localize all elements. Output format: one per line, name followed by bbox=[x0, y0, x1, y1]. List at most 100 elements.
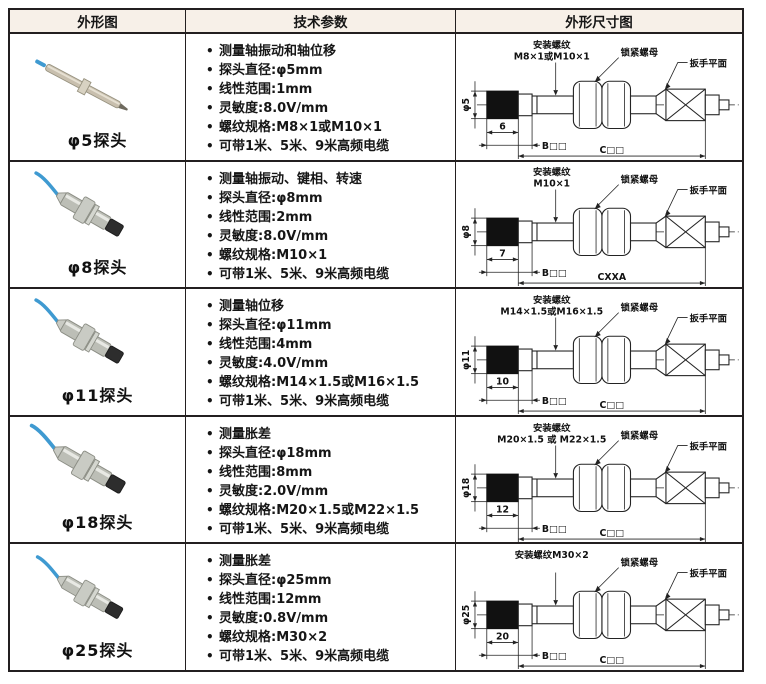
spec-text: 灵敏度:8.0V/mm bbox=[219, 101, 329, 116]
diameter-label: φ25 bbox=[461, 605, 472, 625]
spec-text: 线性范围:8mm bbox=[219, 464, 313, 480]
bullet-icon: • bbox=[206, 445, 214, 460]
locknut-shape bbox=[600, 590, 631, 640]
probe-photo bbox=[10, 544, 185, 637]
probe-tip-shape bbox=[485, 345, 519, 375]
locknut-shape bbox=[600, 335, 631, 385]
bullet-icon: • bbox=[206, 426, 214, 441]
locknut-label: 锁紧螺母 bbox=[620, 302, 657, 314]
b-dimension: B□□ bbox=[541, 396, 566, 407]
bullet-icon: • bbox=[206, 171, 214, 186]
thread-label-line2: M10×1 bbox=[533, 179, 570, 190]
bullet-icon: • bbox=[206, 502, 214, 517]
wrench-label: 扳手平面 bbox=[689, 57, 727, 69]
spec-list: •测量胀差 •探头直径:φ18mm •线性范围:8mm •灵敏度:2.0V/mm… bbox=[206, 425, 449, 539]
locknut-shape bbox=[572, 463, 603, 512]
diameter-label: φ5 bbox=[461, 98, 472, 112]
probe-tip-shape bbox=[485, 217, 519, 247]
probe-photo-graphic bbox=[34, 59, 128, 111]
c-dimension: C□□ bbox=[599, 145, 624, 156]
tip-length-dim: 6 bbox=[499, 121, 506, 132]
thread-body-shape bbox=[531, 478, 574, 497]
spec-text: 测量轴振动和轴位移 bbox=[219, 44, 337, 59]
dimension-diagram: φ18 安装螺纹 M20×1.5 或 M22×1.5 锁紧螺母 扳手平面 12 bbox=[461, 421, 739, 542]
probe-label: φ18探头 bbox=[61, 513, 134, 533]
wrench-label: 扳手平面 bbox=[689, 312, 727, 324]
bullet-icon: • bbox=[206, 318, 214, 333]
spec-item: •探头直径:φ8mm bbox=[206, 189, 449, 208]
spec-text: 可带1米、5米、9米高频电缆 bbox=[219, 649, 390, 665]
spec-item: • 探头直径:φ11mm bbox=[206, 316, 449, 335]
spec-list: •测量轴位移 •探头直径:φ11mm •线性范围:4mm •灵敏度:4.0V/m… bbox=[206, 297, 449, 411]
spec-item: •可带1米、5米、9米高频电缆 bbox=[206, 265, 449, 284]
thread-label-line1: 安装螺纹M30×2 bbox=[514, 549, 588, 561]
spec-text: 螺纹规格:M30×2 bbox=[219, 630, 328, 646]
bullet-icon: • bbox=[206, 592, 214, 607]
thread-label-line1: 安装螺纹 bbox=[533, 421, 571, 433]
bullet-icon: • bbox=[206, 554, 214, 569]
spec-text: 螺纹规格:M10×1 bbox=[219, 247, 328, 263]
dimension-diagram-cell: φ18 安装螺纹 M20×1.5 或 M22×1.5 锁紧螺母 扳手平面 12 bbox=[456, 414, 742, 543]
spec-text: 测量胀差 bbox=[219, 426, 272, 442]
b-dimension: B□□ bbox=[541, 524, 566, 535]
spec-item: •探头直径:φ18mm bbox=[206, 444, 449, 463]
bullet-icon: • bbox=[206, 82, 214, 96]
probe-photo-graphic bbox=[33, 171, 124, 237]
probe-illustration bbox=[33, 298, 124, 364]
spec-item: •线性范围:8mm bbox=[206, 463, 449, 482]
connector-shape bbox=[704, 94, 720, 116]
bullet-icon: • bbox=[206, 630, 214, 645]
probe-photo-cell: φ18探头 bbox=[10, 414, 186, 543]
connector-shape bbox=[704, 221, 720, 243]
locknut-label: 锁紧螺母 bbox=[620, 174, 657, 186]
spec-item: •灵敏度:0.8V/mm bbox=[206, 609, 449, 628]
spec-item: • 螺纹规格:M30×2 bbox=[206, 628, 449, 647]
spec-text: 探头直径:φ11mm bbox=[219, 318, 332, 334]
tip-length-dim: 20 bbox=[496, 632, 510, 643]
dimension-diagram: φ25 安装螺纹M30×2 锁紧螺母 扳手平面 20 bbox=[461, 549, 739, 670]
probe-photo bbox=[10, 162, 185, 255]
dimension-diagram: φ11 安装螺纹 M14×1.5或M16×1.5 锁紧螺母 扳手平面 10 bbox=[461, 294, 739, 415]
spec-item: •测量轴振动和轴位移 bbox=[206, 42, 449, 61]
thread-body-shape bbox=[531, 95, 574, 115]
spec-text: 灵敏度:4.0V/mm bbox=[219, 356, 329, 372]
spec-text: 螺纹规格:M14×1.5或M16×1.5 bbox=[219, 375, 420, 391]
probe-photo bbox=[10, 34, 185, 127]
spec-item: •螺纹规格:M8×1或M10×1 bbox=[206, 118, 449, 137]
bullet-icon: • bbox=[206, 299, 214, 314]
tip-length-dim: 10 bbox=[496, 376, 510, 387]
locknut-shape bbox=[600, 208, 631, 257]
bullet-icon: • bbox=[206, 120, 214, 134]
dimension-diagram-cell: φ11 安装螺纹 M14×1.5或M16×1.5 锁紧螺母 扳手平面 10 bbox=[456, 287, 742, 415]
spec-text: 测量胀差 bbox=[219, 554, 272, 570]
b-dimension: B□□ bbox=[541, 141, 566, 152]
bullet-icon: • bbox=[206, 139, 214, 153]
probe-tip-shape bbox=[485, 600, 519, 630]
spec-text: 探头直径:φ25mm bbox=[219, 573, 332, 589]
specs-cell: •测量轴振动、键相、转速 •探头直径:φ8mm •线性范围:2mm •灵敏度:8… bbox=[186, 159, 456, 288]
probe-label: φ8探头 bbox=[67, 258, 128, 278]
spec-text: 螺纹规格:M20×1.5或M22×1.5 bbox=[219, 502, 420, 518]
probe-photo bbox=[10, 417, 185, 510]
probe-photo-graphic bbox=[29, 423, 126, 494]
column-header-tech-params: 技术参数 bbox=[186, 10, 456, 32]
diameter-label: φ11 bbox=[461, 350, 472, 370]
thread-label-line2: M14×1.5或M16×1.5 bbox=[500, 306, 603, 318]
wrench-label: 扳手平面 bbox=[689, 568, 727, 580]
thread-body-shape bbox=[531, 605, 574, 625]
tip-length-dim: 7 bbox=[499, 249, 506, 260]
probe-label: φ25探头 bbox=[61, 640, 134, 660]
spec-text: 灵敏度:2.0V/mm bbox=[219, 483, 329, 499]
probe-tip-shape bbox=[485, 473, 519, 502]
column-header-appearance: 外形图 bbox=[10, 10, 186, 32]
probe-illustration bbox=[33, 171, 124, 237]
locknut-label: 锁紧螺母 bbox=[620, 557, 657, 569]
spec-text: 探头直径:φ8mm bbox=[219, 190, 323, 206]
dimension-diagram-cell: φ25 安装螺纹M30×2 锁紧螺母 扳手平面 20 bbox=[456, 542, 742, 670]
c-dimension: CXXA bbox=[597, 273, 626, 284]
spec-item: •可带1米、5米、9米高频电缆 bbox=[206, 647, 449, 666]
wrench-label: 扳手平面 bbox=[689, 185, 727, 197]
locknut-shape bbox=[572, 80, 603, 129]
probe-illustration bbox=[35, 554, 123, 619]
